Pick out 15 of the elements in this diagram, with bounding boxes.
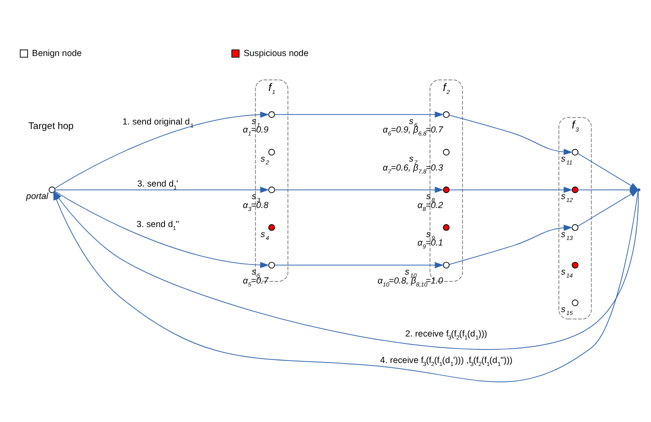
node-label: portal [26,191,48,202]
legend-label: Benign node [32,48,82,58]
edge-label: 3. send d$_{1}$' [137,178,178,192]
node-label: s$_{13}$ [561,228,573,242]
label: Target hop [28,120,74,132]
legend-label: Suspicious node [244,48,308,58]
edge-label: 3. send d$_{1}$'' [136,219,180,232]
node-label: s$_{15}$ [561,304,573,318]
node-label: s$_{12}$ [561,191,573,204]
node-label: s$_{2}$ [260,153,270,166]
node-label: s$_{4}$ [260,228,270,242]
edge-label: 4. receive f$_{3}$(f$_{2}$(f$_{1}$(d$_{1}$'))) ,f$_{3}$(f$_{2}$(f$_{1}$(d$_{1}$"))) [380,355,513,368]
edge-label: 2. receive f$_{3}$(f$_{2}$(f$_{1}$(d$_{1}$))) [405,328,488,342]
node-label: s$_{11}$ [561,153,572,166]
node-label: s$_{14}$ [561,266,573,280]
